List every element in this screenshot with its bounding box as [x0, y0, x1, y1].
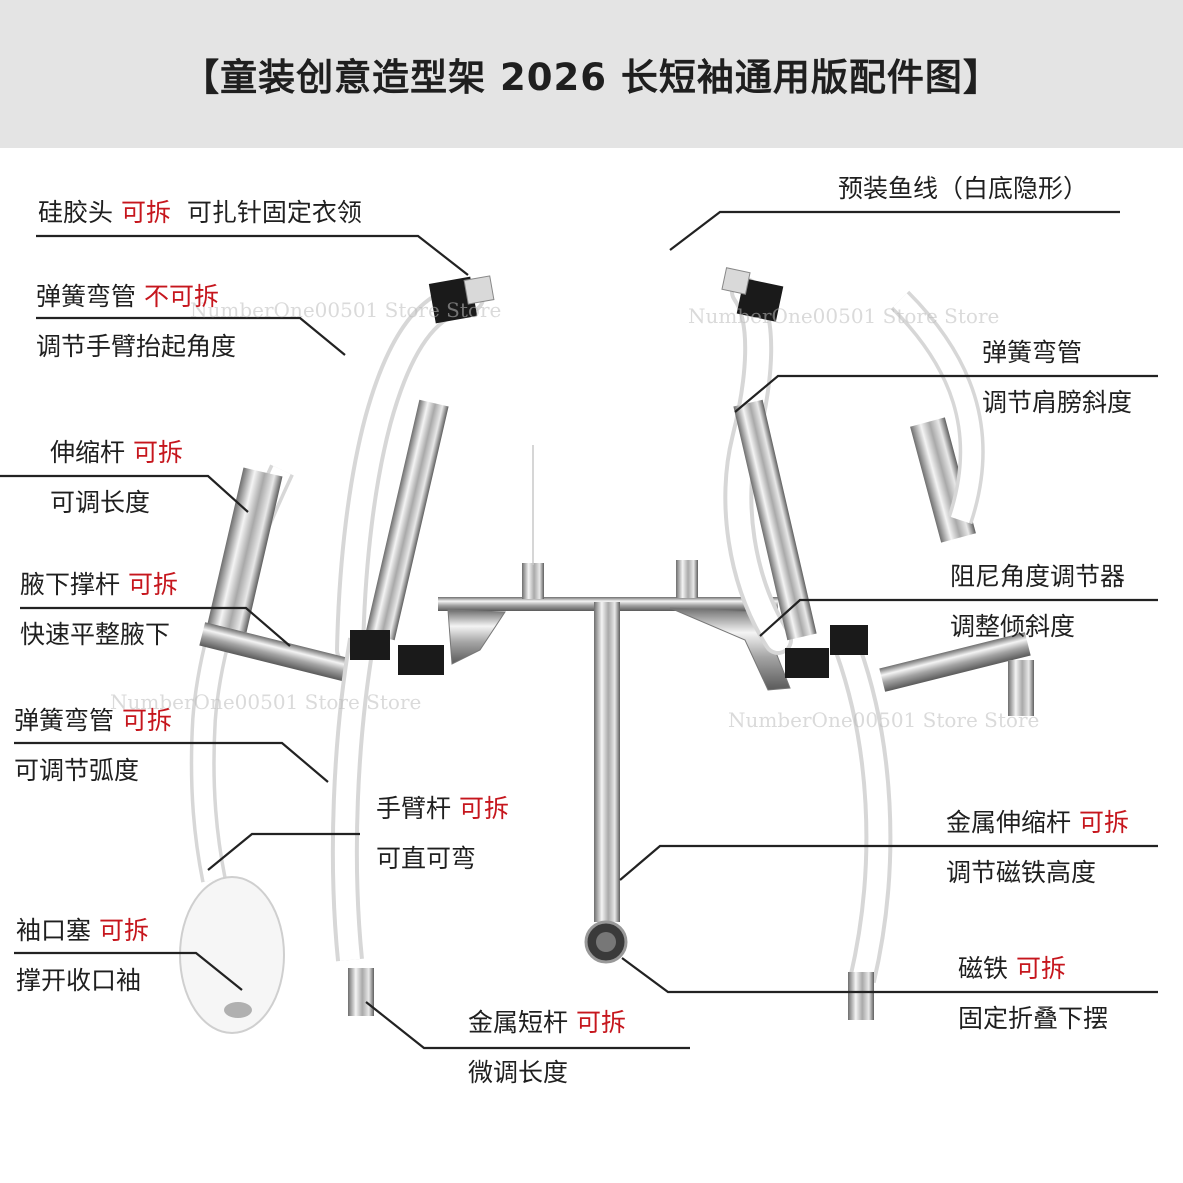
- left-underarm-bar: [199, 622, 351, 682]
- label-spring-tube-left: 弹簧弯管 不可拆: [36, 282, 219, 311]
- right-short-rod: [848, 972, 874, 1020]
- label-cuff-plug-desc: 撑开收口袖: [16, 966, 142, 995]
- label-arm-rod-desc: 可直可弯: [376, 844, 477, 873]
- label-magnet: 磁铁 可拆: [958, 954, 1066, 983]
- label-spring-tube-left-desc: 调节手臂抬起角度: [36, 332, 237, 361]
- label-silicone-head: 硅胶头 可拆 可扎针固定衣领: [38, 198, 362, 227]
- label-short-rod: 金属短杆 可拆: [468, 1008, 626, 1037]
- label-spring-tube-right-desc: 调节肩膀斜度: [982, 388, 1133, 417]
- label-telescopic-rod: 伸缩杆 可拆: [50, 438, 183, 467]
- watermark: NumberOne00501 Store Store: [728, 708, 1040, 732]
- watermark: NumberOne00501 Store Store: [190, 298, 502, 322]
- left-short-rod: [348, 968, 374, 1016]
- label-metal-telescopic-desc: 调节磁铁高度: [946, 858, 1097, 887]
- right-underarm-bar: [879, 632, 1031, 692]
- label-spring-tube-right: 弹簧弯管: [982, 338, 1083, 367]
- left-arm-rod: [365, 399, 449, 641]
- right-arm-rod: [733, 399, 817, 641]
- label-fishing-line: 预装鱼线（白底隐形）: [838, 174, 1089, 203]
- label-short-rod-desc: 微调长度: [468, 1058, 569, 1087]
- label-cuff-plug: 袖口塞 可拆: [16, 916, 149, 945]
- right-black-collar: [830, 625, 868, 655]
- label-damping-adjuster-desc: 调整倾斜度: [950, 612, 1076, 641]
- label-underarm-rod-desc: 快速平整腋下: [20, 620, 171, 649]
- title-banner: 【童装创意造型架 2026 长短袖通用版配件图】: [0, 0, 1183, 148]
- label-spring-tube-arc: 弹簧弯管 可拆: [14, 706, 172, 735]
- left-damping-latch: [447, 609, 506, 665]
- watermark: NumberOne00501 Store Store: [688, 304, 1000, 328]
- silicone-head-tip: [463, 275, 495, 305]
- label-spring-tube-arc-desc: 可调节弧度: [14, 756, 140, 785]
- label-damping-adjuster: 阻尼角度调节器: [950, 562, 1126, 591]
- cuff-plug-body: [179, 876, 285, 1034]
- page-title: 【童装创意造型架 2026 长短袖通用版配件图】: [182, 56, 1001, 99]
- label-magnet-desc: 固定折叠下摆: [958, 1004, 1109, 1033]
- leader-lines: [0, 210, 1158, 1050]
- center-telescopic-rod: [594, 602, 620, 922]
- label-underarm-rod: 腋下撑杆 可拆: [20, 570, 178, 599]
- right-arm-assembly: [721, 267, 1034, 1020]
- left-arm-assembly: [179, 275, 495, 1034]
- right-collar-head: [736, 278, 784, 322]
- left-black-collar: [350, 630, 390, 660]
- label-telescopic-rod-desc: 可调长度: [50, 488, 151, 517]
- label-arm-rod: 手臂杆 可拆: [376, 794, 509, 823]
- left-telescopic-rod: [207, 467, 283, 633]
- label-metal-telescopic: 金属伸缩杆 可拆: [946, 808, 1129, 837]
- watermark: NumberOne00501 Store Store: [110, 690, 422, 714]
